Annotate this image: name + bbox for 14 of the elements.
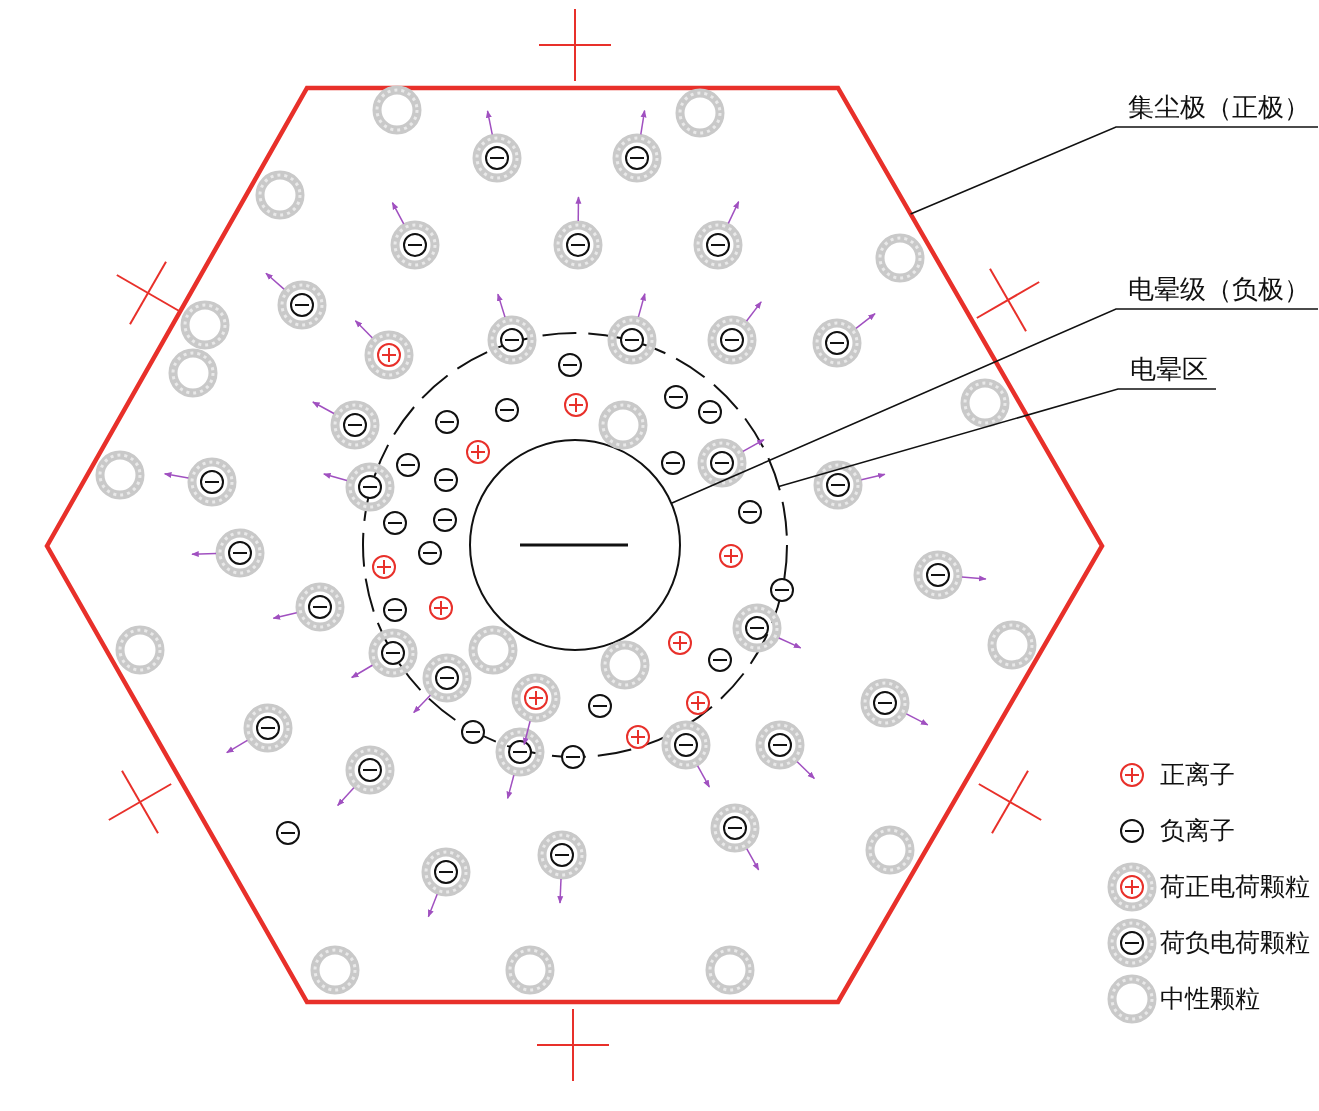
corona-electrode xyxy=(469,439,681,651)
leader-line xyxy=(670,308,1319,505)
legend-label: 正离子 xyxy=(1160,759,1235,791)
leader-line xyxy=(909,126,1319,215)
corona-zone-boundary xyxy=(362,332,788,758)
legend-label: 负离子 xyxy=(1160,815,1235,847)
legend-label: 荷正电荷颗粒 xyxy=(1160,871,1310,903)
electrode-label: 集尘极（正极） xyxy=(1128,90,1310,124)
collecting-electrode xyxy=(44,85,1105,1005)
legend-label: 荷负电荷颗粒 xyxy=(1160,927,1310,959)
zone-label: 电晕区 xyxy=(1130,352,1208,386)
legend-label: 中性颗粒 xyxy=(1160,983,1260,1015)
leader-line xyxy=(778,388,1217,488)
electrode-label: 电晕级（负极） xyxy=(1128,272,1310,306)
